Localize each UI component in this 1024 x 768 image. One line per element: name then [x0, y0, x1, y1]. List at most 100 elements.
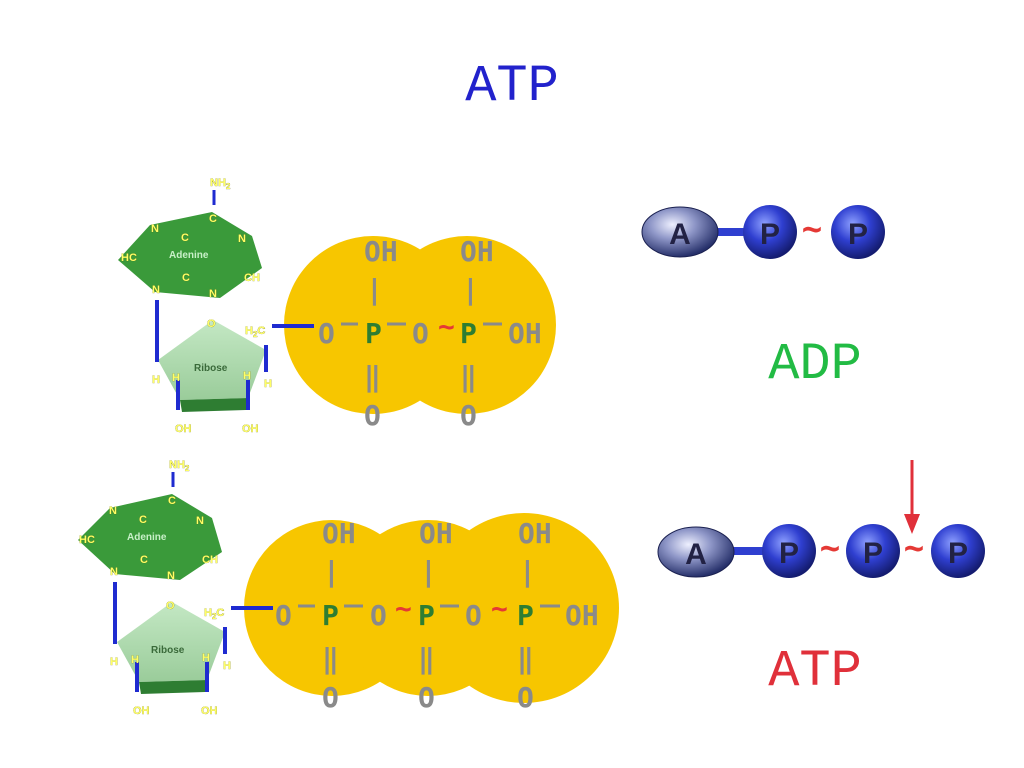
phosphate-bond: |: [462, 273, 479, 306]
high-energy-bond: ~: [491, 592, 508, 625]
phosphate-double-bond: ‖: [460, 360, 477, 393]
atom-hc: HC: [79, 534, 95, 546]
phosphate-oh: OH: [419, 517, 453, 550]
phosphate-o: O: [465, 599, 482, 632]
phosphate-o: O: [364, 399, 381, 432]
adp-label: ADP: [768, 335, 862, 394]
phosphate-ball-1-label: P: [779, 537, 799, 570]
high-energy-bond: ~: [395, 592, 412, 625]
phosphate-bond: |: [323, 555, 340, 588]
atom-h: H: [202, 652, 210, 664]
phosphate-ball-1-label: P: [760, 218, 780, 251]
phosphate-ball-1: [762, 524, 816, 578]
svg-text:NH2: NH2: [210, 177, 231, 191]
phosphate-circle-2: [378, 236, 556, 414]
atom-o: O: [207, 318, 216, 330]
phosphate-ball-2: [831, 205, 885, 259]
phosphate-bond: |: [519, 555, 536, 588]
adenine-label: Adenine: [127, 532, 167, 543]
high-energy-bond: ~: [802, 209, 822, 249]
ribose-pentagon: [117, 602, 225, 682]
phosphate-o: O: [322, 681, 339, 714]
phosphate-ball-2-label: P: [848, 218, 868, 251]
atom-h2c-sub: 2: [253, 330, 258, 339]
phosphate-bond: |: [366, 273, 383, 306]
atom-nh2: NH: [169, 459, 185, 471]
atp-label: ATP: [768, 642, 862, 701]
atom-n: N: [238, 233, 246, 245]
phosphate-p: P: [322, 599, 339, 632]
atom-h2c-c: C: [216, 607, 224, 619]
atom-c: C: [168, 495, 176, 507]
atom-oh: OH: [242, 423, 259, 435]
atom-n: N: [167, 570, 175, 582]
phosphate-ball-3: [931, 524, 985, 578]
phosphate-ball-3-label: P: [948, 537, 968, 570]
atom-nh2-sub: 2: [185, 464, 190, 473]
atom-h2c-h: H: [204, 607, 212, 619]
ribose-pentagon: [158, 320, 266, 400]
atom-n: N: [152, 284, 160, 296]
atom-h: H: [131, 654, 139, 666]
atom-n: N: [109, 505, 117, 517]
adp-ball-chain: A P ~ P: [641, 205, 885, 259]
atom-c: C: [182, 272, 190, 284]
atom-nh2-sub: 2: [226, 182, 231, 191]
phosphate-oh: OH: [508, 317, 542, 350]
atom-n: N: [151, 223, 159, 235]
atom-h2c-h: H: [245, 325, 253, 337]
phosphate-double-bond: ‖: [418, 642, 435, 675]
adenine-ring: [118, 212, 262, 298]
atom-h: H: [110, 656, 118, 668]
phosphate-p: P: [418, 599, 435, 632]
svg-text:NH2: NH2: [169, 459, 190, 473]
phosphate-o: O: [517, 681, 534, 714]
ribose-label: Ribose: [194, 363, 228, 374]
atom-h: H: [243, 370, 251, 382]
atom-hc: HC: [121, 252, 137, 264]
phosphate-o: O: [460, 399, 477, 432]
adp-molecule: NH2 C N C N HC Adenine C CH N N O H2C Ri…: [118, 177, 556, 435]
atom-nh2: NH: [210, 177, 226, 189]
phosphate-oh: OH: [322, 517, 356, 550]
atp-molecule: NH2 C N C N HC Adenine C CH N N O H2C Ri…: [78, 459, 619, 717]
atom-o: O: [166, 600, 175, 612]
high-energy-bond: ~: [904, 528, 924, 568]
adenine-ring: [78, 494, 222, 580]
svg-text:H2C: H2C: [204, 607, 224, 621]
adenosine-ball: [641, 206, 719, 258]
atom-h: H: [152, 374, 160, 386]
phosphate-double-bond: ‖: [322, 642, 339, 675]
arrow-head: [904, 514, 920, 534]
phosphate-ball-2-label: P: [863, 537, 883, 570]
atom-ch: CH: [244, 272, 260, 284]
phosphate-ball-1: [743, 205, 797, 259]
phosphate-ball-2: [846, 524, 900, 578]
phosphate-oh: OH: [518, 517, 552, 550]
adenosine-ball-label: A: [669, 218, 691, 251]
atom-n: N: [110, 566, 118, 578]
phosphate-p: P: [517, 599, 534, 632]
atp-ball-chain: A P ~ P ~ P: [657, 524, 985, 578]
svg-text:H2C: H2C: [245, 325, 265, 339]
phosphate-o: O: [275, 599, 292, 632]
phosphate-p: P: [460, 317, 477, 350]
atom-oh: OH: [133, 705, 150, 717]
phosphate-o: O: [418, 681, 435, 714]
phosphate-o: O: [318, 317, 335, 350]
adenosine-ball: [657, 526, 735, 578]
atom-n: N: [196, 515, 204, 527]
phosphate-o: O: [412, 317, 429, 350]
atom-c: C: [139, 514, 147, 526]
atom-c: C: [140, 554, 148, 566]
adenosine-ball-label: A: [685, 538, 707, 571]
phosphate-double-bond: ‖: [364, 360, 381, 393]
atom-h: H: [264, 378, 272, 390]
ribose-label: Ribose: [151, 645, 185, 656]
ribose-base: [139, 680, 207, 694]
phosphate-double-bond: ‖: [517, 642, 534, 675]
atom-ch: CH: [202, 554, 218, 566]
phosphate-oh: OH: [460, 235, 494, 268]
